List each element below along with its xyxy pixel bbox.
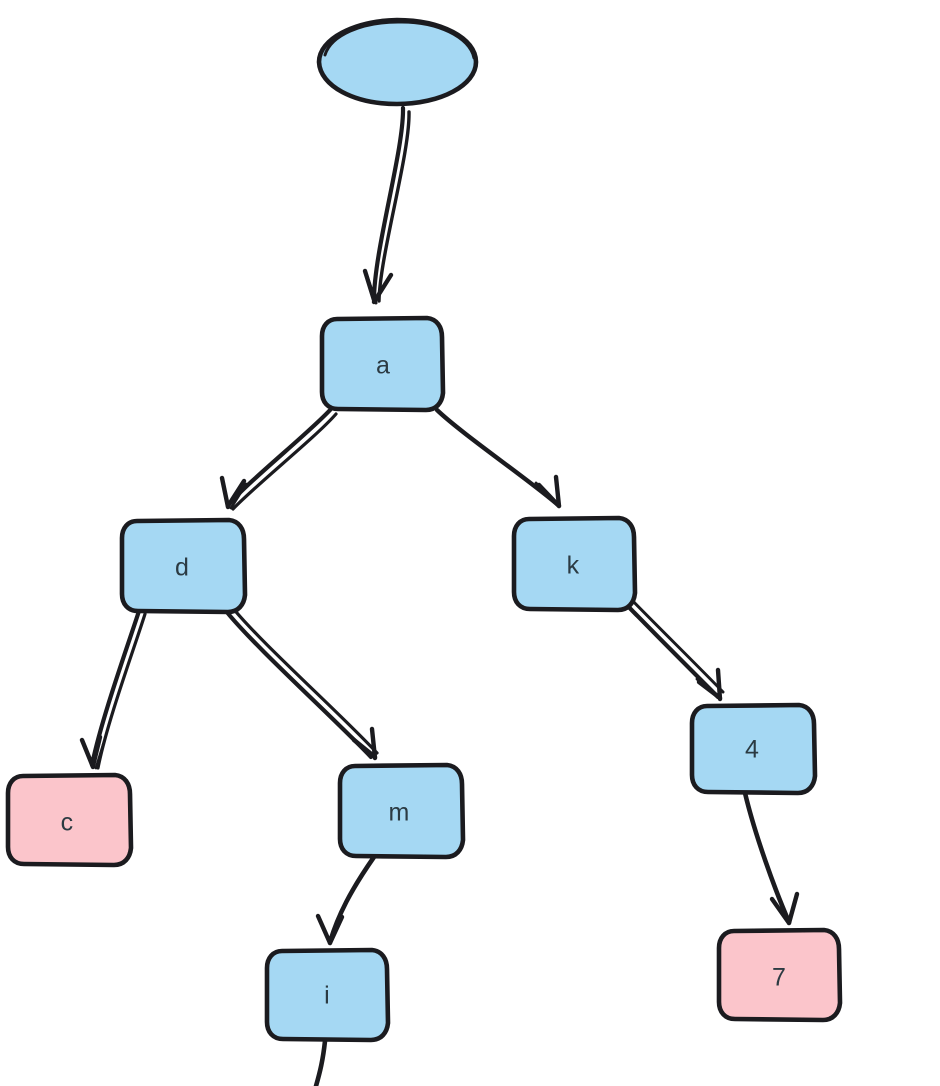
node-root-ellipse[interactable] xyxy=(316,17,479,107)
edges-layer xyxy=(79,105,800,1086)
node-4[interactable] xyxy=(689,702,818,796)
node-k[interactable] xyxy=(511,515,638,613)
edge-d-to-m xyxy=(223,605,379,761)
node-7[interactable] xyxy=(716,927,843,1023)
node-a[interactable] xyxy=(319,315,446,413)
node-m[interactable] xyxy=(337,762,466,860)
edge-m-to-i xyxy=(315,854,377,946)
edge-a-to-k xyxy=(434,407,562,509)
nodes-layer xyxy=(5,17,843,1043)
node-i[interactable] xyxy=(264,947,391,1043)
edge-k-to-4 xyxy=(617,591,725,702)
node-d[interactable] xyxy=(119,517,248,615)
node-c[interactable] xyxy=(5,772,134,868)
edge-a-to-d xyxy=(219,406,338,511)
edge-4-to-7 xyxy=(742,790,800,926)
edge-d-to-c xyxy=(79,608,147,770)
edge-i-to-offscreen xyxy=(313,1038,328,1086)
edge-root-to-a xyxy=(362,105,411,305)
